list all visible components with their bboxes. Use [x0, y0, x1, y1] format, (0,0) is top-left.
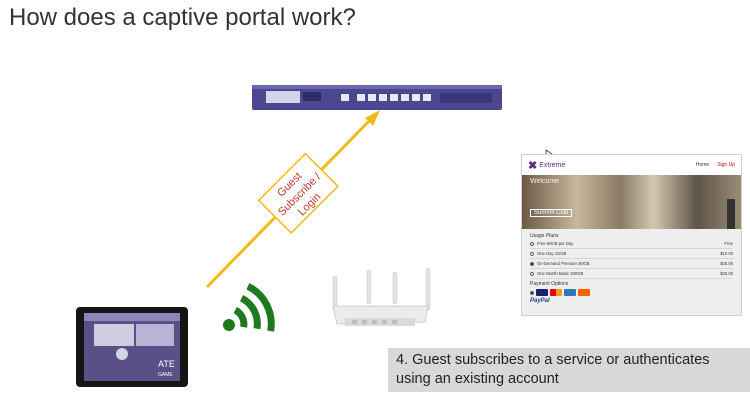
plan-price: $10.00	[720, 251, 733, 256]
payment-radio[interactable]	[530, 290, 534, 295]
visa-card-icon[interactable]	[536, 289, 548, 296]
plan-name: Free 60GB per Day	[537, 241, 574, 246]
portal-brand: Extreme	[539, 161, 566, 169]
plan-row[interactable]: Free 60GB per Day Free	[530, 239, 733, 249]
portal-logo: ✖ Extreme	[528, 159, 565, 172]
portal-welcome: Welcome	[530, 178, 560, 185]
wireless-access-point-icon	[332, 267, 431, 326]
payment-options-label: Payment Options	[530, 281, 569, 287]
tablet-screen-text: ATE	[158, 359, 175, 369]
portal-hero-box: Summit Club	[530, 209, 573, 217]
portal-plans-section: Usage Plans Free 60GB per Day Free One D…	[522, 229, 741, 315]
payment-cards	[530, 289, 733, 296]
tablet-screen-subtext: GAME	[158, 372, 173, 378]
plan-row[interactable]: One Day 1GGB $10.00	[530, 249, 733, 259]
discover-card-icon[interactable]	[578, 289, 590, 296]
slide-title: How does a captive portal work?	[9, 4, 356, 31]
wifi-signal-icon	[223, 283, 275, 332]
portal-header: ✖ Extreme Home Sign Up	[522, 155, 741, 175]
paypal-option[interactable]: PayPal	[530, 298, 550, 304]
portal-nav: Home Sign Up	[696, 162, 735, 168]
usage-plans-label: Usage Plans	[530, 233, 559, 239]
portal-hero-image: Welcome Summit Club	[522, 175, 741, 229]
plan-radio-selected[interactable]	[530, 261, 534, 266]
portal-nav-signup[interactable]: Sign Up	[717, 162, 735, 168]
plan-radio[interactable]	[530, 251, 534, 256]
plan-price: $25.00	[720, 271, 733, 276]
plan-name: One Day 1GGB	[537, 251, 567, 256]
amex-card-icon[interactable]	[564, 289, 576, 296]
portal-nav-home[interactable]: Home	[695, 162, 710, 168]
plan-row[interactable]: On-Demand Premium 80GB $25.00	[530, 259, 733, 269]
plan-name: One Month Basic 300GB	[537, 271, 584, 276]
tablet-icon: ATE GAME	[76, 307, 188, 387]
plan-price: $25.00	[720, 261, 733, 266]
plan-name: On-Demand Premium 80GB	[537, 261, 590, 266]
mastercard-icon[interactable]	[550, 289, 562, 296]
plan-price: Free	[724, 241, 733, 246]
network-appliance-icon	[252, 85, 502, 110]
extreme-logo-icon: ✖	[528, 159, 538, 172]
plan-row[interactable]: One Month Basic 300GB $25.00	[530, 269, 733, 279]
plan-radio[interactable]	[530, 241, 534, 246]
captive-portal-screenshot: ✖ Extreme Home Sign Up Welcome Summit Cl…	[521, 154, 742, 316]
step-caption: 4. Guest subscribes to a service or auth…	[388, 348, 750, 392]
plan-radio[interactable]	[530, 271, 534, 276]
portal-hero-pillar	[727, 199, 735, 229]
